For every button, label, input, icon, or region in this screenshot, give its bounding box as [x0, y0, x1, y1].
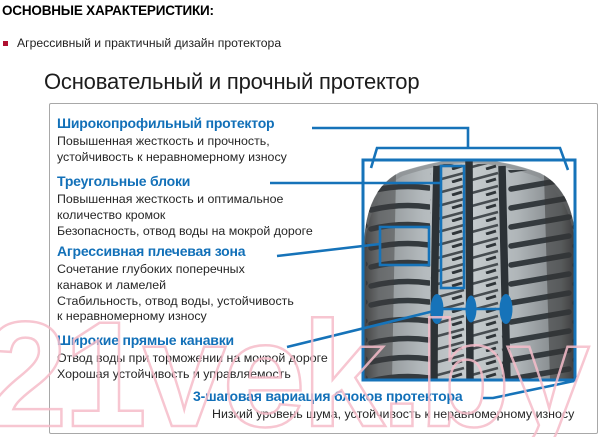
feature-body: Повышенная жесткость и прочность, устойч…	[57, 134, 287, 164]
feature-heading: Широкопрофильный протектор	[57, 115, 275, 131]
feature-shoulder-zone: Агрессивная плечевая зона Сочетание глуб…	[57, 243, 367, 325]
feature-heading: 3-шаговая вариация блоков протектора	[193, 388, 463, 404]
feature-block-variation: 3-шаговая вариация блоков протектора Низ…	[193, 388, 593, 423]
feature-heading: Широкие прямые канавки	[57, 332, 234, 348]
bullet-text: Агрессивный и практичный дизайн протекто…	[17, 36, 282, 50]
feature-body: Низкий уровень шума, устойчивость к нера…	[212, 407, 575, 421]
feature-heading: Агрессивная плечевая зона	[57, 243, 246, 259]
feature-triangular-blocks: Треугольные блоки Повышенная жесткость и…	[57, 173, 367, 239]
section-header: ОСНОВНЫЕ ХАРАКТЕРИСТИКИ:	[2, 3, 214, 18]
feature-body: Повышенная жесткость и оптимальное колич…	[57, 192, 313, 238]
feature-straight-grooves: Широкие прямые канавки Отвод воды при то…	[57, 332, 367, 383]
feature-body: Сочетание глубоких поперечных канавок и …	[57, 262, 294, 324]
feature-body: Отвод воды при торможении на мокрой доро…	[57, 351, 328, 381]
bullet-square-icon	[3, 40, 8, 46]
diagram-title: Основательный и прочный протектор	[44, 69, 420, 94]
feature-bullet-row: Агрессивный и практичный дизайн протекто…	[3, 36, 281, 50]
feature-wide-profile: Широкопрофильный протектор Повышенная же…	[57, 115, 367, 166]
feature-heading: Треугольные блоки	[57, 173, 191, 189]
